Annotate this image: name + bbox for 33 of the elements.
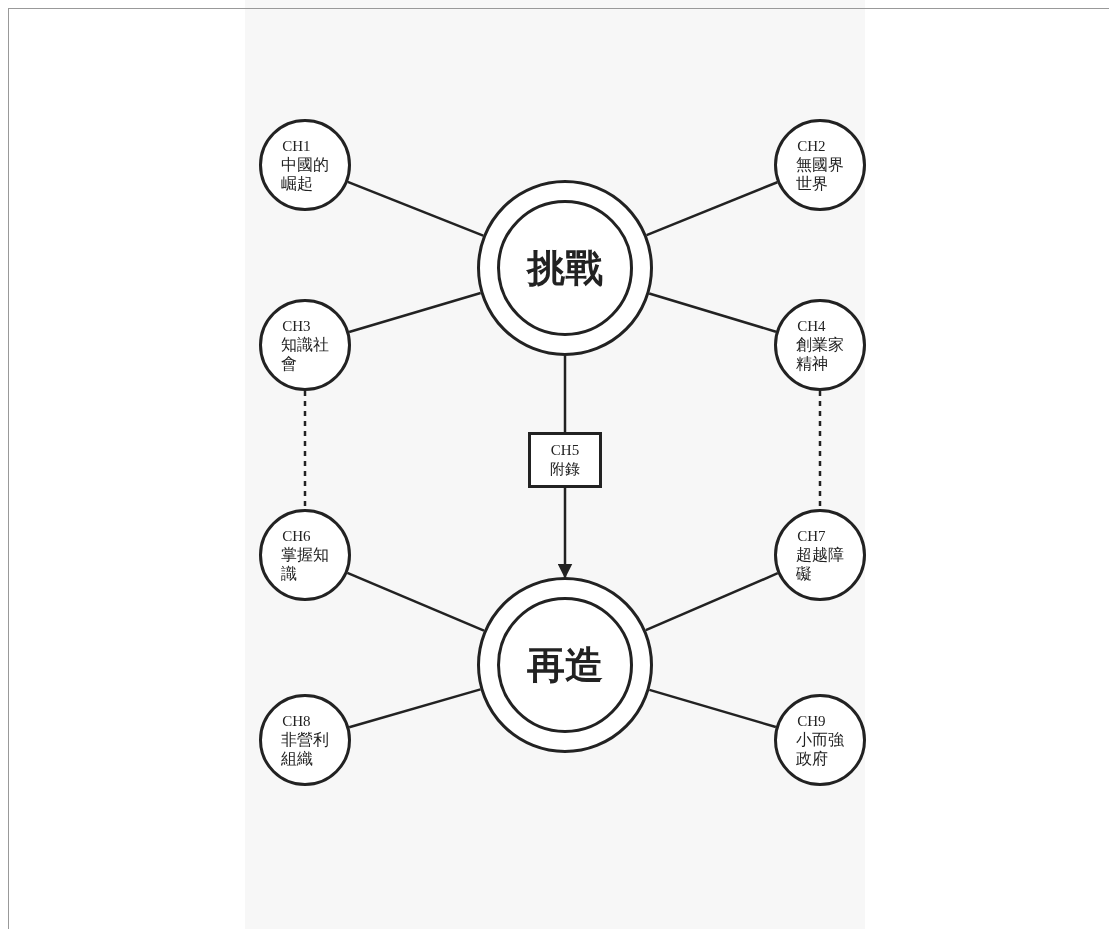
dashed-line bbox=[303, 391, 307, 509]
connector-line bbox=[649, 688, 777, 729]
chapter-number: CH4 bbox=[797, 317, 827, 335]
connector-line bbox=[348, 291, 481, 334]
connector-line bbox=[563, 356, 567, 432]
chapter-number: CH6 bbox=[282, 527, 312, 545]
chapter-title: 創業家精神 bbox=[795, 335, 845, 373]
chapter-title: 知識社會 bbox=[280, 335, 330, 373]
chapter-title: 非營利組織 bbox=[280, 730, 330, 768]
chapter-number: CH2 bbox=[797, 137, 827, 155]
theme-label: 再造 bbox=[527, 641, 603, 689]
connector-line bbox=[646, 181, 778, 237]
chapter-number: CH5 bbox=[550, 441, 580, 460]
arrow bbox=[557, 488, 573, 579]
connector-line bbox=[648, 292, 777, 333]
connector-line bbox=[347, 180, 484, 237]
theme-label: 挑戰 bbox=[527, 244, 603, 292]
chapter-title: 無國界世界 bbox=[795, 155, 845, 193]
chapter-number: CH8 bbox=[282, 712, 312, 730]
chapter-title: 掌握知識 bbox=[280, 545, 330, 583]
connector-line bbox=[348, 688, 481, 729]
chapter-number: CH3 bbox=[282, 317, 312, 335]
dashed-line bbox=[818, 391, 822, 509]
chapter-title: 超越障礙 bbox=[795, 545, 845, 583]
chapter-title: 小而強政府 bbox=[795, 730, 845, 768]
chapter-number: CH7 bbox=[797, 527, 827, 545]
chapter-box bbox=[528, 432, 602, 488]
connector-line bbox=[346, 571, 485, 632]
chapter-title: 附錄 bbox=[550, 460, 580, 479]
chapter-number: CH9 bbox=[797, 712, 827, 730]
chapter-number: CH1 bbox=[282, 137, 312, 155]
chapter-title: 中國的崛起 bbox=[280, 155, 330, 193]
connector-line bbox=[645, 572, 779, 632]
